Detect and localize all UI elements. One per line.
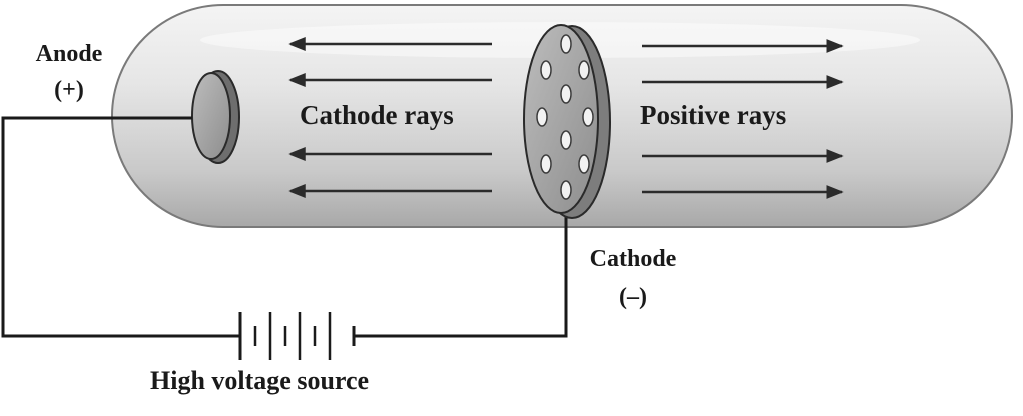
cathode-sign: (–) <box>619 284 647 310</box>
cathode-label: Cathode (–) <box>568 240 698 316</box>
cathode-label-text: Cathode <box>589 246 677 272</box>
anode-label-text: Anode <box>35 41 103 67</box>
cathode-electrode <box>523 24 611 219</box>
anode-electrode <box>191 70 240 164</box>
high-voltage-source-label: High voltage source <box>150 366 370 395</box>
anode-label: Anode (+) <box>14 36 124 108</box>
cathode-ray-arrows <box>288 37 492 198</box>
cathode-rays-label: Cathode rays <box>300 100 454 130</box>
battery-symbol <box>238 312 356 360</box>
anode-sign: (+) <box>54 77 84 103</box>
cathode-holes <box>536 34 594 200</box>
positive-ray-arrows <box>642 39 844 199</box>
circuit-wire <box>1 116 568 338</box>
positive-rays-label: Positive rays <box>640 100 787 130</box>
